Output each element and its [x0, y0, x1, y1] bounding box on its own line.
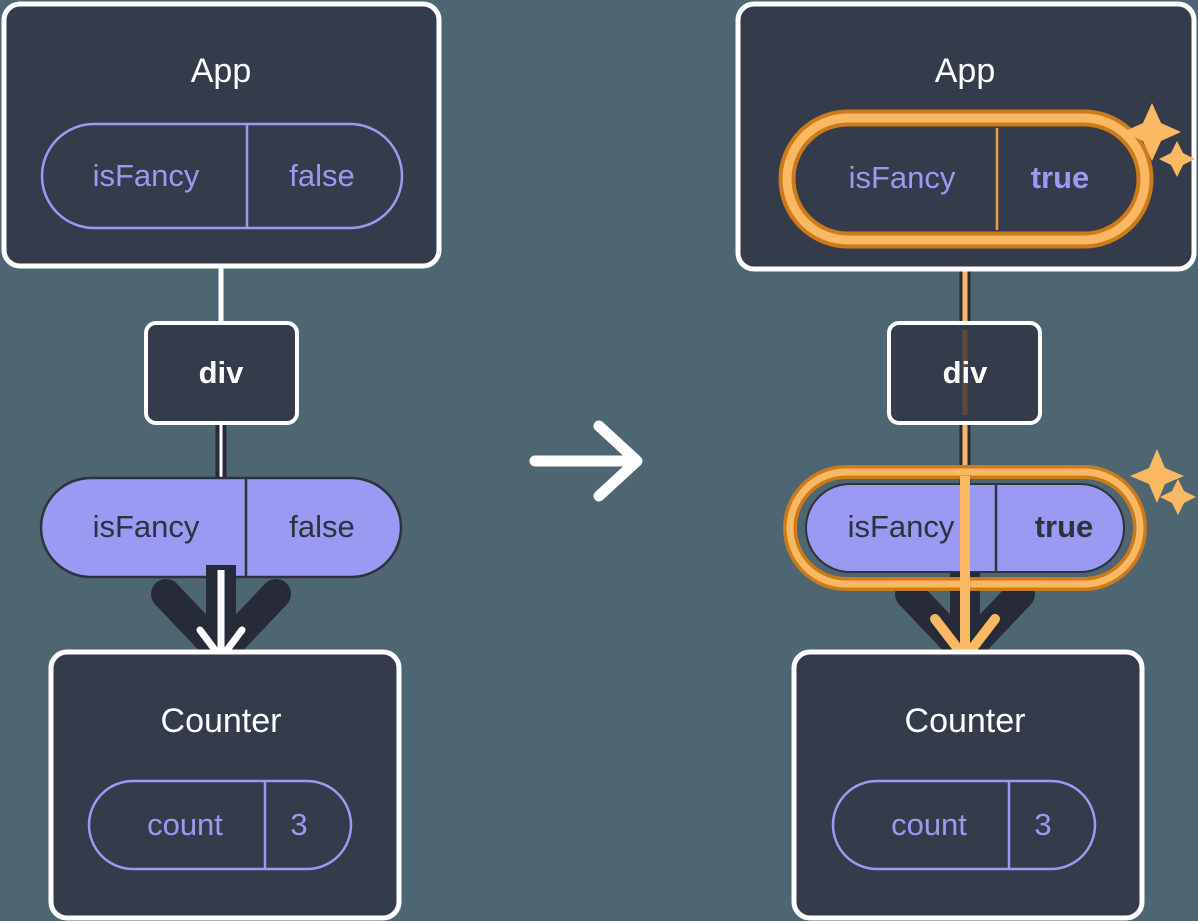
counter-box-before [48, 649, 402, 921]
pill-body [806, 134, 1126, 224]
app-box-before [1, 1, 442, 269]
counter-state-pill-after: count 3 [831, 779, 1097, 871]
panel-after: App isFancy true div [735, 1, 1197, 921]
app-state-pill-before: isFancy false [40, 122, 404, 230]
app-state-pill-value-before: false [289, 158, 354, 193]
sparkle-small-icon [1159, 141, 1195, 177]
app-state-pill-name-before: isFancy [93, 158, 200, 193]
sparkle-group-app-after [1123, 103, 1195, 177]
prop-pill-name-before: isFancy [93, 509, 200, 544]
arrow-prop-to-counter-before [151, 565, 291, 667]
counter-pill-name-before: count [147, 807, 223, 842]
sparkle-large-icon [1130, 449, 1184, 503]
prop-pill-value-before: false [289, 509, 354, 544]
arrow-right-head-icon [593, 420, 643, 502]
counter-title-before: Counter [161, 702, 282, 740]
div-label-after: div [943, 355, 989, 390]
counter-box-after [791, 649, 1145, 921]
sparkle-large-icon [1123, 103, 1181, 161]
pill-outline [831, 779, 1097, 871]
counter-title-after: Counter [905, 702, 1026, 740]
app-state-pill-name-after: isFancy [849, 160, 956, 195]
panel-before: App isFancy false div isFancy false [1, 1, 442, 921]
pill-highlight-inner-ring [782, 113, 1150, 245]
div-node-before: div [144, 321, 299, 425]
transition-arrow [529, 420, 643, 502]
prop-pill-before: isFancy false [39, 476, 403, 579]
div-box-before [144, 321, 299, 425]
app-title-before: App [191, 52, 252, 90]
app-state-pill-value-after: true [1031, 160, 1090, 195]
sparkle-small-icon [1160, 479, 1196, 515]
div-label-before: div [199, 355, 245, 390]
pill-outline [40, 122, 404, 230]
prop-pill-value-after: true [1035, 509, 1094, 544]
prop-pill-name-after: isFancy [848, 509, 955, 544]
counter-state-pill-before: count 3 [87, 779, 353, 871]
counter-pill-name-after: count [891, 807, 967, 842]
counter-pill-value-after: 3 [1034, 807, 1051, 842]
div-node-after: div [887, 321, 1042, 425]
app-state-pill-after: isFancy true [778, 109, 1154, 249]
app-title-after: App [935, 52, 996, 90]
pill-outline [87, 779, 353, 871]
counter-pill-value-before: 3 [290, 807, 307, 842]
sparkle-group-prop-after [1130, 449, 1196, 515]
